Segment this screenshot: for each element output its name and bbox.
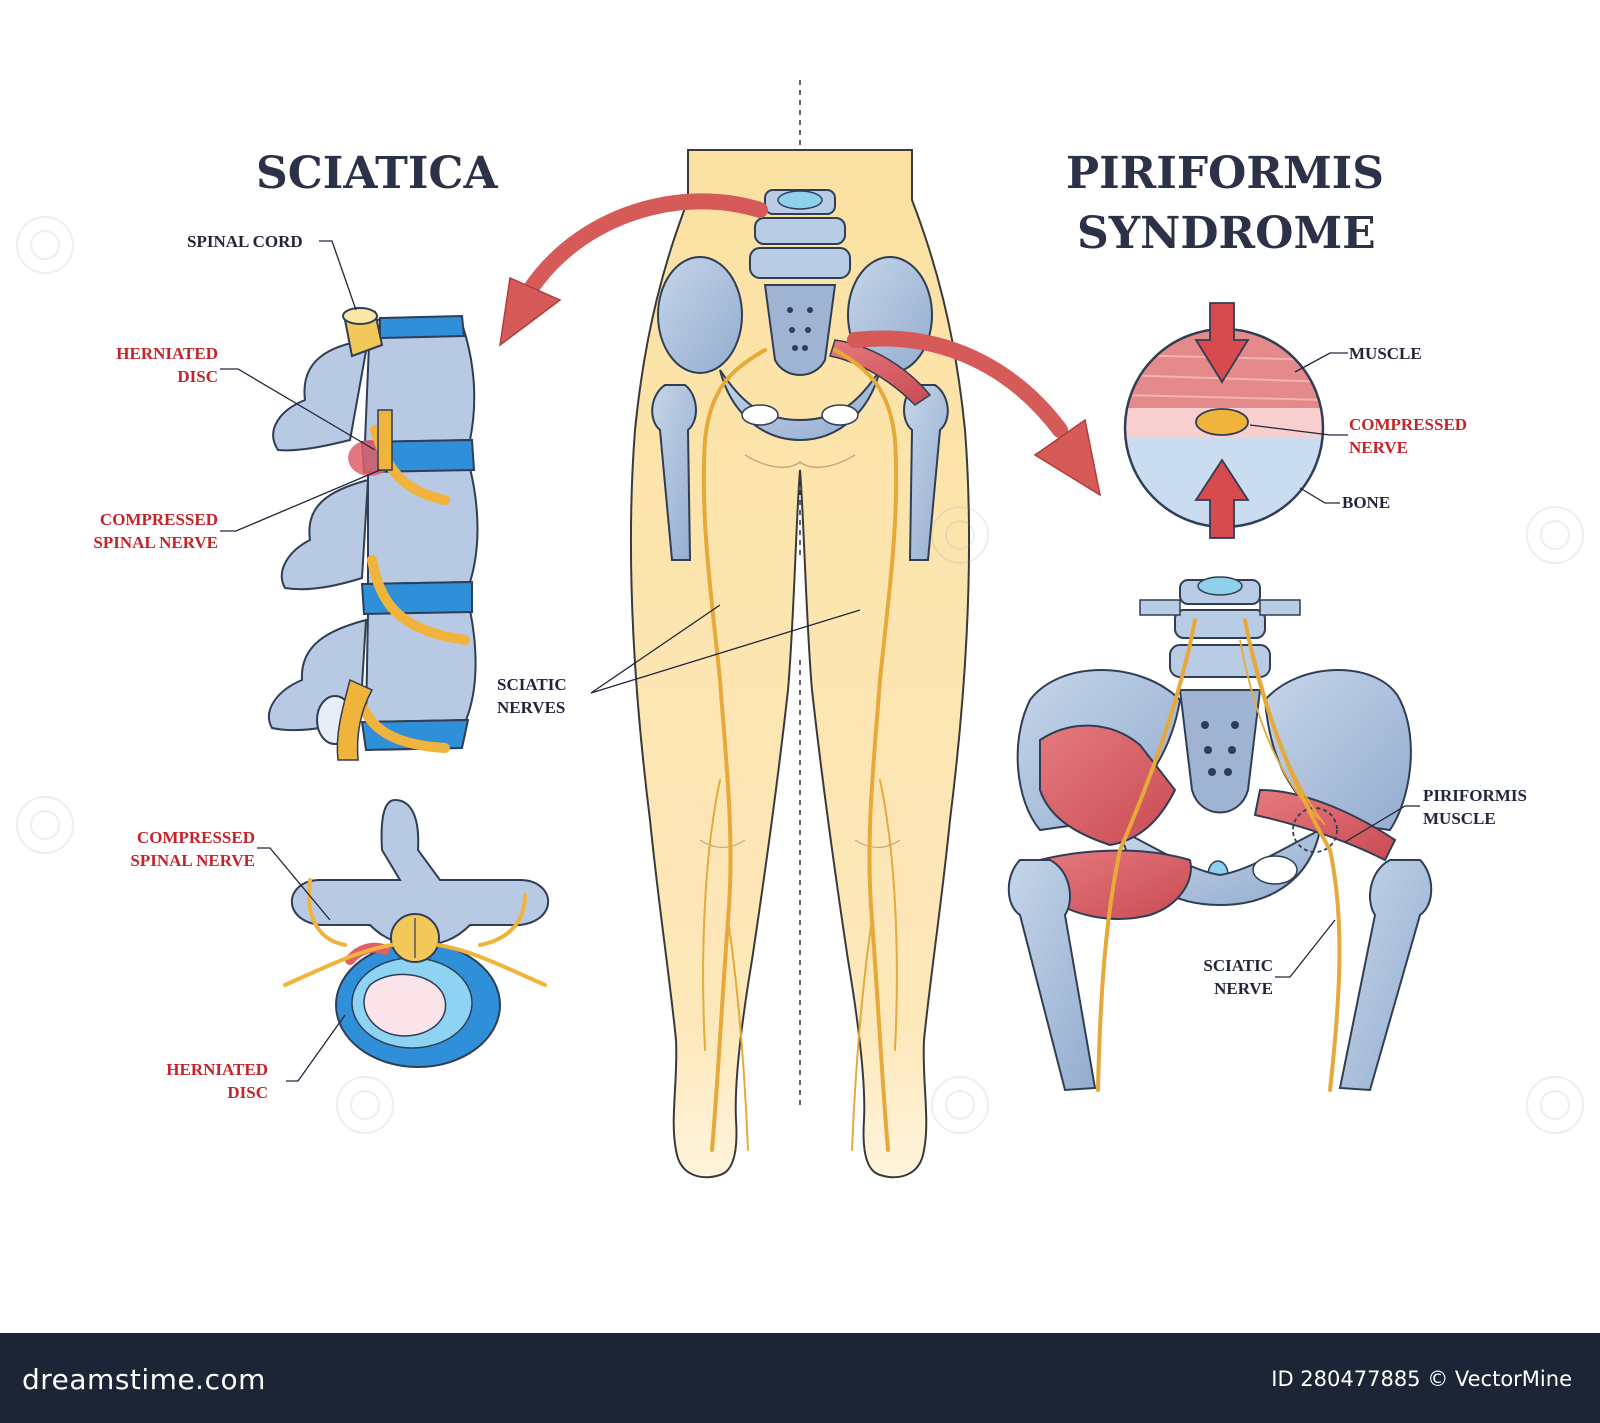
label-line: SPINAL NERVE xyxy=(93,533,218,552)
pelvis-detail xyxy=(1007,576,1433,1092)
label-line: COMPRESSED xyxy=(1349,415,1468,434)
label-line: NERVE xyxy=(1349,438,1408,457)
footer-brand-logo: dreamstime.com xyxy=(22,1363,266,1396)
label-compressed-spinal-nerve-top: COMPRESSED SPINAL NERVE xyxy=(95,826,255,872)
footer-bar: dreamstime.com ID 280477885 © VectorMine xyxy=(0,1333,1600,1423)
label-line: SPINAL NERVE xyxy=(130,851,255,870)
label-compressed-spinal-nerve-side: COMPRESSED SPINAL NERVE xyxy=(58,508,218,554)
label-muscle: MUSCLE xyxy=(1349,344,1422,363)
label-line: NERVE xyxy=(1214,979,1273,998)
label-piriformis-muscle: PIRIFORMIS MUSCLE xyxy=(1423,784,1527,830)
label-sciatic-nerve: SCIATIC NERVE xyxy=(1180,954,1273,1000)
label-line: COMPRESSED xyxy=(136,828,255,847)
label-bone: BONE xyxy=(1342,493,1391,512)
title-sciatica: SCIATICA xyxy=(256,148,498,199)
label-line: PIRIFORMIS xyxy=(1423,786,1527,805)
compression-circle xyxy=(1123,302,1325,539)
body-back-view xyxy=(629,149,971,1179)
vertebra-top-view xyxy=(283,798,550,1068)
label-sciatic-nerves: SCIATIC NERVES xyxy=(497,673,567,719)
leader-lines xyxy=(220,240,1420,1082)
anatomy-illustration xyxy=(16,80,1584,1179)
title-syndrome: SYNDROME xyxy=(1077,208,1376,259)
label-herniated-disc-side: HERNIATED DISC xyxy=(100,342,218,388)
label-compressed-nerve: COMPRESSED NERVE xyxy=(1349,413,1467,459)
label-line: DISC xyxy=(227,1083,268,1102)
label-spinal-cord: SPINAL CORD xyxy=(187,232,303,251)
arrow-to-piriformis xyxy=(847,330,1102,497)
label-line: HERNIATED xyxy=(166,1060,268,1079)
arrow-to-sciatica xyxy=(498,193,768,347)
label-line: COMPRESSED xyxy=(99,510,218,529)
title-piriformis: PIRIFORMIS xyxy=(1066,148,1385,199)
center-pelvis xyxy=(651,189,949,561)
label-line: SCIATIC xyxy=(497,675,567,694)
label-line: SCIATIC xyxy=(1203,956,1273,975)
label-herniated-disc-top: HERNIATED DISC xyxy=(150,1058,268,1104)
label-line: DISC xyxy=(177,367,218,386)
watermark-marks xyxy=(16,216,1584,1134)
label-line: HERNIATED xyxy=(116,344,218,363)
center-sciatic-nerves xyxy=(701,348,899,1152)
footer-image-id: ID 280477885 © VectorMine xyxy=(1271,1367,1572,1391)
spine-side-view xyxy=(267,307,479,761)
label-line: NERVES xyxy=(497,698,566,717)
label-line: MUSCLE xyxy=(1423,809,1496,828)
